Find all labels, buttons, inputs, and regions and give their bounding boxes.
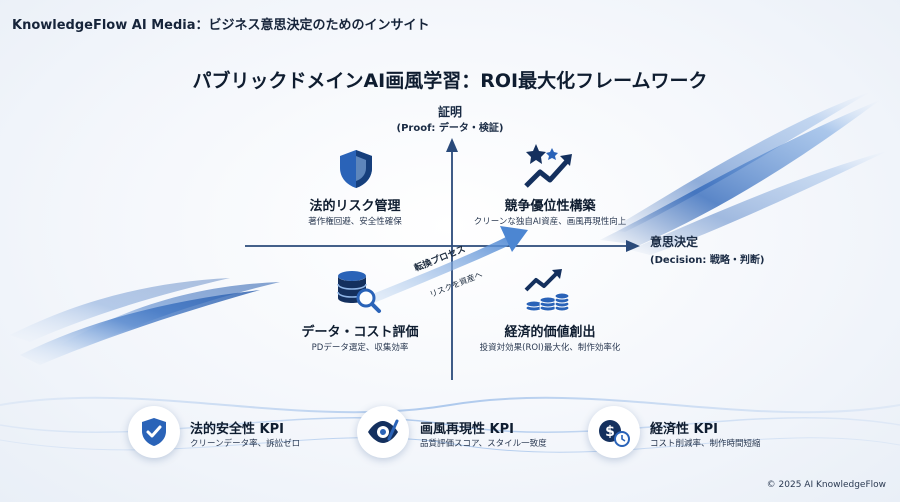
quadrant-title-data-cost: データ・コスト評価: [301, 325, 419, 340]
header-title: KnowledgeFlow AI Media：ビジネス意思決定のためのインサイト: [12, 18, 430, 33]
footer-copyright: © 2025 AI KnowledgeFlow: [766, 480, 886, 490]
y-axis-title: 証明: [437, 105, 462, 119]
kpi-title-legal: 法的安全性 KPI: [190, 422, 284, 437]
coin-growth-icon: [522, 268, 570, 318]
dollar-clock-icon: $: [599, 420, 630, 447]
quadrant-desc-legal-risk: 著作権回避、安全性確保: [308, 217, 402, 227]
y-axis-subtitle: (Proof: データ・検証): [396, 123, 504, 134]
quadrant-desc-data-cost: PDデータ選定、収集効率: [311, 343, 409, 353]
kpi-title-style: 画風再現性 KPI: [420, 422, 514, 437]
quadrant-title-legal-risk: 法的リスク管理: [309, 199, 401, 214]
kpi-legal-icon-wrap: [128, 406, 180, 458]
quadrant-title-competitive: 競争優位性構築: [504, 199, 596, 214]
kpi-title-econ: 経済性 KPI: [650, 422, 718, 437]
quadrant-desc-competitive: クリーンな独自AI資産、画風再現性向上: [473, 217, 627, 227]
kpi-desc-legal: クリーンデータ率、訴訟ゼロ: [190, 439, 301, 449]
eye-brush-icon: [368, 419, 399, 443]
quadrant-title-economic: 経済的価値創出: [504, 325, 596, 340]
kpi-desc-econ: コスト削減率、制作時間短縮: [650, 439, 761, 449]
shield-icon: [336, 148, 376, 194]
framework-title: パブリックドメインAI画風学習：ROI最大化フレームワーク: [192, 70, 708, 92]
kpi-desc-style: 品質評価スコア、スタイル一致度: [420, 439, 547, 449]
shield-check-icon: [142, 418, 166, 446]
x-axis-subtitle: (Decision: 戦略・判断): [650, 255, 765, 266]
growth-stars-icon: [522, 142, 574, 196]
database-search-icon: [334, 268, 382, 318]
quadrant-desc-economic: 投資対効果(ROI)最大化、制作効率化: [479, 343, 621, 353]
x-axis-title: 意思決定: [650, 235, 699, 249]
kpi-econ-icon-wrap: $: [588, 406, 640, 458]
svg-text:$: $: [605, 424, 615, 440]
kpi-style-icon-wrap: [357, 406, 409, 458]
